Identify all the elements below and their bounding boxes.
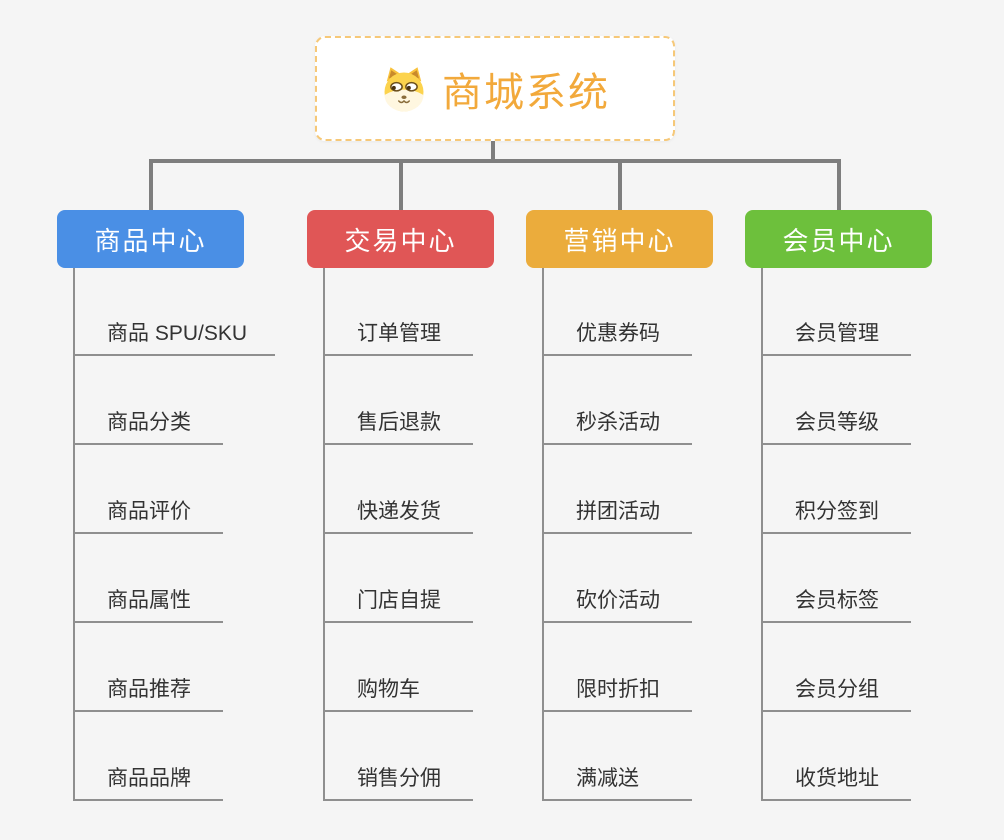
leaf-topic-label: 快递发货	[357, 500, 441, 523]
leaf-topic[interactable]: 商品评价	[73, 490, 223, 534]
leaf-topic[interactable]: 售后退款	[323, 401, 473, 445]
leaf-topic[interactable]: 购物车	[323, 668, 473, 712]
leaf-topic-label: 砍价活动	[576, 589, 660, 612]
leaf-topic[interactable]: 满减送	[542, 757, 692, 801]
branch-topic-label: 商品中心	[94, 225, 207, 256]
leaf-topic-label: 会员管理	[795, 322, 879, 345]
leaf-topic-label: 会员分组	[795, 678, 879, 701]
leaf-topic-label: 收货地址	[795, 767, 879, 790]
leaf-topic-label: 商品评价	[107, 500, 191, 523]
leaf-topic[interactable]: 商品 SPU/SKU	[73, 312, 276, 356]
leaf-topic[interactable]: 门店自提	[323, 579, 473, 623]
leaf-topic-label: 秒杀活动	[576, 411, 660, 434]
leaf-connector-line	[542, 268, 544, 801]
leaf-topic[interactable]: 优惠券码	[542, 312, 692, 356]
leaf-topic[interactable]: 限时折扣	[542, 668, 692, 712]
leaf-topic[interactable]: 会员标签	[761, 579, 911, 623]
leaf-topic[interactable]: 砍价活动	[542, 579, 692, 623]
leaf-topic-label: 会员标签	[795, 589, 879, 612]
leaf-topic-label: 优惠券码	[576, 322, 660, 345]
leaf-connector-line	[323, 268, 325, 801]
connector-drop	[617, 159, 622, 210]
leaf-topic[interactable]: 商品分类	[73, 401, 223, 445]
leaf-topic[interactable]: 商品品牌	[73, 757, 223, 801]
connector-horizontal	[148, 159, 841, 163]
connector-drop	[148, 159, 153, 210]
leaf-topic[interactable]: 拼团活动	[542, 490, 692, 534]
leaf-topic[interactable]: 商品属性	[73, 579, 223, 623]
leaf-topic-label: 满减送	[576, 767, 639, 790]
leaf-topic[interactable]: 会员管理	[761, 312, 911, 356]
leaf-topic-label: 商品分类	[107, 411, 191, 434]
leaf-topic[interactable]: 销售分佣	[323, 757, 473, 801]
leaf-topic[interactable]: 商品推荐	[73, 668, 223, 712]
leaf-topic-label: 售后退款	[357, 411, 441, 434]
leaf-topic[interactable]: 秒杀活动	[542, 401, 692, 445]
leaf-topic[interactable]: 收货地址	[761, 757, 911, 801]
leaf-topic[interactable]: 积分签到	[761, 490, 911, 534]
leaf-topic-label: 会员等级	[795, 411, 879, 434]
leaf-topic-label: 购物车	[357, 678, 420, 701]
leaf-topic-label: 积分签到	[795, 500, 879, 523]
branch-topic-label: 营销中心	[563, 225, 676, 256]
leaf-topic[interactable]: 会员分组	[761, 668, 911, 712]
branch-topic-label: 会员中心	[782, 225, 895, 256]
leaf-topic-label: 商品 SPU/SKU	[107, 322, 248, 345]
leaf-topic-label: 限时折扣	[576, 678, 660, 701]
branch-topic-label: 交易中心	[344, 225, 457, 256]
leaf-topic-label: 门店自提	[357, 589, 441, 612]
leaf-topic-label: 销售分佣	[357, 767, 441, 790]
leaf-topic-label: 商品推荐	[107, 678, 191, 701]
connector-drop	[836, 159, 841, 210]
connector-trunk	[491, 141, 495, 163]
leaf-topic[interactable]: 会员等级	[761, 401, 911, 445]
dog-face-icon	[380, 65, 428, 113]
root-topic[interactable]: 商城系统	[315, 36, 675, 141]
leaf-topic-label: 商品属性	[107, 589, 191, 612]
leaf-topic[interactable]: 快递发货	[323, 490, 473, 534]
branch-topic-1[interactable]: 商品中心	[57, 210, 244, 268]
branch-topic-4[interactable]: 会员中心	[745, 210, 932, 268]
branch-topic-2[interactable]: 交易中心	[307, 210, 494, 268]
leaf-topic-label: 拼团活动	[576, 500, 660, 523]
root-topic-label: 商城系统	[442, 70, 610, 115]
leaf-topic-label: 商品品牌	[107, 767, 191, 790]
leaf-connector-line	[761, 268, 763, 801]
branch-topic-3[interactable]: 营销中心	[526, 210, 713, 268]
connector-drop	[398, 159, 403, 210]
leaf-topic[interactable]: 订单管理	[323, 312, 473, 356]
leaf-topic-label: 订单管理	[357, 322, 441, 345]
leaf-connector-line	[73, 268, 75, 801]
